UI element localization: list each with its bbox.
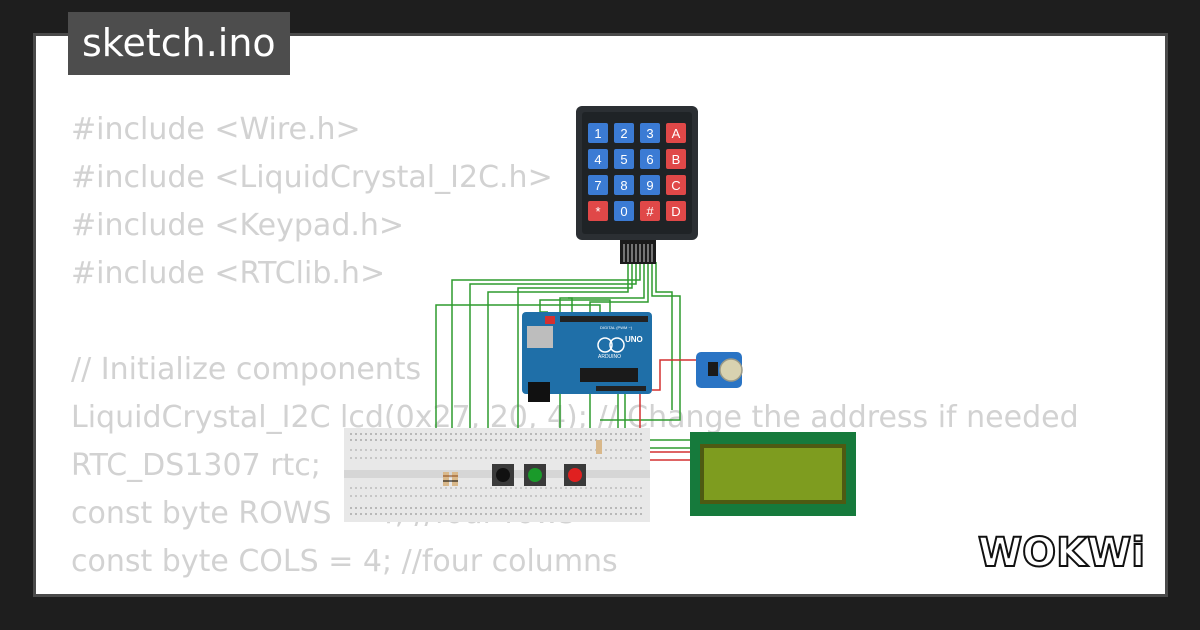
rtc-module[interactable] [696,352,743,388]
keypad-key-label: B [672,152,681,167]
code-line: // Initialize components [71,352,422,387]
code-line: #include <RTClib.h> [71,256,386,291]
keypad-key-label: 6 [646,152,653,167]
board-model-label: UNO [625,335,643,344]
coin-battery-icon [719,358,743,382]
keypad-key[interactable] [588,123,608,143]
digital-header-label: DIGITAL (PWM ~) [600,325,633,330]
keypad-key-label: 8 [620,178,627,193]
keypad-key-label: D [671,204,680,219]
keypad-key[interactable] [588,175,608,195]
keypad-key[interactable] [614,149,634,169]
push-button-black[interactable] [492,464,514,486]
code-line: char keys[ROWS][COLS] = { [71,586,1165,594]
keypad-key-label: C [671,178,680,193]
keypad-key-label: 7 [594,178,601,193]
keypad-key-label: * [595,204,600,219]
keypad-key-label: # [646,204,654,219]
code-preview: #include <Wire.h> #include <LiquidCrysta… [71,106,1165,594]
keypad-key[interactable] [588,201,608,221]
arduino-uno-board[interactable]: UNO ARDUINO DIGITAL (PWM ~) [522,312,652,402]
keypad-key-label: A [672,126,681,141]
code-line: const byte COLS = 4; //four columns [71,544,618,579]
wokwi-logo: WOKWi [978,529,1146,576]
board-brand-label: ARDUINO [598,354,621,360]
keypad-key-label: 4 [594,152,601,167]
keypad-keys: 1 2 3 A 4 5 6 B 7 8 9 C * 0 # D [588,123,686,221]
lcd-display[interactable] [690,432,856,516]
push-button-red[interactable] [564,464,586,486]
keypad-key[interactable] [614,201,634,221]
keypad[interactable]: 1 2 3 A 4 5 6 B 7 8 9 C * 0 # D [576,106,698,264]
keypad-key[interactable] [614,175,634,195]
keypad-key[interactable] [666,175,686,195]
keypad-key[interactable] [588,149,608,169]
arduino-logo-icon [597,337,613,353]
keypad-key[interactable] [614,123,634,143]
code-line: #include <Wire.h> [71,112,361,147]
keypad-key-label: 1 [594,126,601,141]
file-tab-title: sketch.ino [68,12,290,75]
keypad-key-label: 3 [646,126,653,141]
keypad-key[interactable] [666,149,686,169]
keypad-key[interactable] [640,149,660,169]
code-line: #include <Keypad.h> [71,208,405,243]
wires [435,262,690,511]
keypad-key-label: 2 [620,126,627,141]
code-line: #include <LiquidCrystal_I2C.h> [71,160,553,195]
keypad-key[interactable] [666,201,686,221]
keypad-key[interactable] [640,123,660,143]
keypad-key[interactable] [640,175,660,195]
keypad-key-label: 0 [620,204,627,219]
keypad-key-label: 5 [620,152,627,167]
resistor[interactable] [443,440,602,486]
keypad-key-label: 9 [646,178,653,193]
push-button-green[interactable] [524,464,546,486]
keypad-key[interactable] [640,201,660,221]
keypad-key[interactable] [666,123,686,143]
wokwi-logo-text: WOKWi [978,530,1145,576]
code-line: RTC_DS1307 rtc; [71,448,321,483]
